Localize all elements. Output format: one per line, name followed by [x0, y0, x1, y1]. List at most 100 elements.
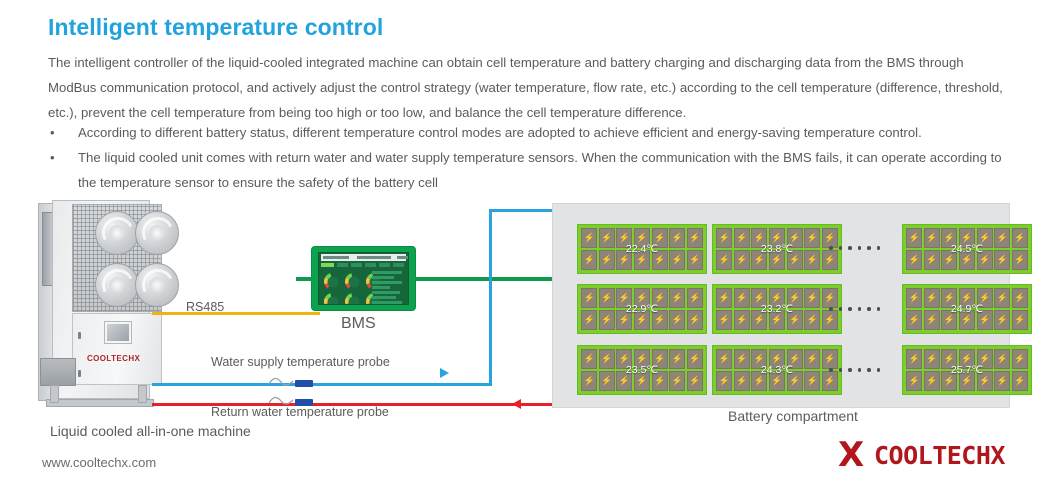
battery-rack: 24.5℃ — [902, 224, 1032, 274]
battery-cell — [768, 288, 786, 309]
battery-cell — [733, 370, 750, 391]
battery-cell — [958, 309, 976, 330]
battery-cell — [906, 370, 923, 391]
rs485-line-horizontal — [152, 312, 320, 315]
list-item: • The liquid cooled unit comes with retu… — [48, 145, 1013, 195]
battery-cell — [941, 370, 958, 391]
battery-cell — [768, 370, 786, 391]
battery-cell — [786, 349, 803, 370]
liquid-cooled-unit: COOLTECHX — [38, 200, 179, 415]
rack-ellipsis — [829, 368, 880, 372]
battery-cell — [669, 370, 686, 391]
intro-paragraph: The intelligent controller of the liquid… — [48, 55, 1003, 120]
bms-controller — [312, 247, 415, 310]
battery-cell — [616, 309, 633, 330]
battery-cell — [958, 249, 976, 270]
battery-cell — [976, 370, 993, 391]
battery-rack: 23.2℃ — [712, 284, 842, 334]
battery-cell — [598, 309, 615, 330]
bms-parameter-list — [372, 270, 405, 304]
battery-cell-grid — [906, 288, 1028, 330]
battery-cell — [994, 288, 1011, 309]
battery-cell — [786, 228, 803, 249]
chiller-brand-logo: COOLTECHX — [87, 354, 141, 363]
battery-cell — [1011, 309, 1028, 330]
fan-icon — [95, 263, 139, 307]
battery-cell — [651, 249, 668, 270]
battery-cell — [651, 349, 668, 370]
battery-cell — [958, 228, 976, 249]
battery-cell — [976, 249, 993, 270]
comm-line-left — [296, 277, 314, 281]
battery-cell — [616, 370, 633, 391]
battery-cell — [669, 349, 686, 370]
battery-cell — [581, 370, 598, 391]
battery-cell-grid — [581, 349, 703, 391]
battery-cell — [923, 370, 940, 391]
fan-icon — [135, 263, 179, 307]
chiller-caption: Liquid cooled all-in-one machine — [50, 423, 251, 439]
battery-rack: 22.4℃ — [577, 224, 707, 274]
bms-titlebar — [321, 254, 408, 261]
battery-cell — [598, 249, 615, 270]
rack-ellipsis — [829, 307, 880, 311]
bms-gauge — [345, 293, 362, 304]
bullet-marker-icon: • — [50, 150, 55, 165]
battery-rack: 24.9℃ — [902, 284, 1032, 334]
battery-cell — [751, 370, 768, 391]
battery-rack: 23.5℃ — [577, 345, 707, 395]
compartment-caption: Battery compartment — [728, 408, 858, 424]
battery-cell — [923, 228, 940, 249]
battery-cell — [976, 309, 993, 330]
battery-cell — [686, 249, 703, 270]
battery-cell-grid — [716, 228, 838, 270]
battery-cell — [1011, 249, 1028, 270]
battery-cell-grid — [716, 288, 838, 330]
battery-cell — [633, 309, 651, 330]
battery-cell — [941, 349, 958, 370]
battery-cell — [669, 288, 686, 309]
battery-compartment: 22.4℃ 22.9℃ — [552, 203, 1032, 408]
chiller-base-frame — [46, 385, 154, 407]
battery-cell — [633, 249, 651, 270]
battery-cell — [598, 228, 615, 249]
supply-pipe-horizontal — [152, 383, 492, 386]
battery-cell — [786, 370, 803, 391]
battery-cell — [633, 349, 651, 370]
battery-cell — [751, 309, 768, 330]
brand-name: COOLTECHX — [874, 440, 1005, 470]
battery-cell — [804, 309, 821, 330]
battery-cell — [581, 349, 598, 370]
battery-cell — [716, 228, 733, 249]
fan-icon — [95, 211, 139, 255]
battery-cell — [716, 288, 733, 309]
battery-cell — [786, 288, 803, 309]
battery-cell — [633, 370, 651, 391]
battery-cell — [768, 228, 786, 249]
cooltechx-logo: X COOLTECHX — [838, 436, 1005, 474]
battery-cell — [669, 309, 686, 330]
battery-cell — [616, 349, 633, 370]
battery-rack: 23.8℃ — [712, 224, 842, 274]
battery-cell — [598, 349, 615, 370]
battery-cell — [733, 349, 750, 370]
rs485-label: RS485 — [186, 300, 225, 314]
battery-cell — [958, 370, 976, 391]
bms-gauge — [324, 273, 341, 290]
battery-rack: 25.7℃ — [902, 345, 1032, 395]
battery-cell — [751, 249, 768, 270]
battery-cell — [633, 288, 651, 309]
battery-cell — [716, 370, 733, 391]
bms-gauge — [324, 293, 341, 304]
battery-cell — [581, 309, 598, 330]
battery-cell — [581, 288, 598, 309]
battery-rack: 24.3℃ — [712, 345, 842, 395]
battery-cell — [821, 309, 838, 330]
battery-cell — [651, 288, 668, 309]
bullet-marker-icon: • — [50, 125, 55, 140]
battery-cell — [994, 309, 1011, 330]
battery-cell — [821, 349, 838, 370]
battery-cell — [994, 249, 1011, 270]
return-water-temperature-probe — [295, 399, 313, 406]
battery-cell — [751, 349, 768, 370]
